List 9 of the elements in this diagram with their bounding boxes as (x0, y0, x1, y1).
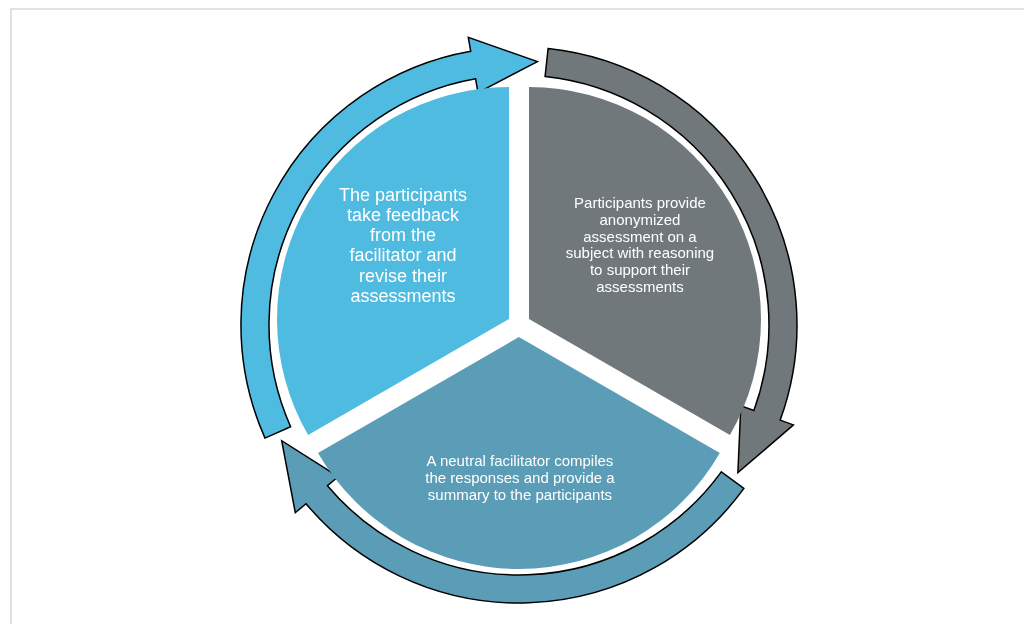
cycle-segment (318, 337, 720, 569)
segment-text: Participants provide anonymized assessment on a subject with reasoning to support their assessments (565, 194, 715, 296)
segment-text: The participants take feedback from the facilitator and revise their assessments (337, 184, 468, 306)
segment-text: A neutral facilitator compiles the responses and provide a summary to the participants (424, 452, 616, 504)
curved-arrow (280, 439, 745, 604)
cycle-segment (529, 87, 762, 435)
curved-arrow (240, 36, 539, 439)
cycle-segment (276, 87, 509, 435)
curved-arrow (544, 47, 798, 474)
